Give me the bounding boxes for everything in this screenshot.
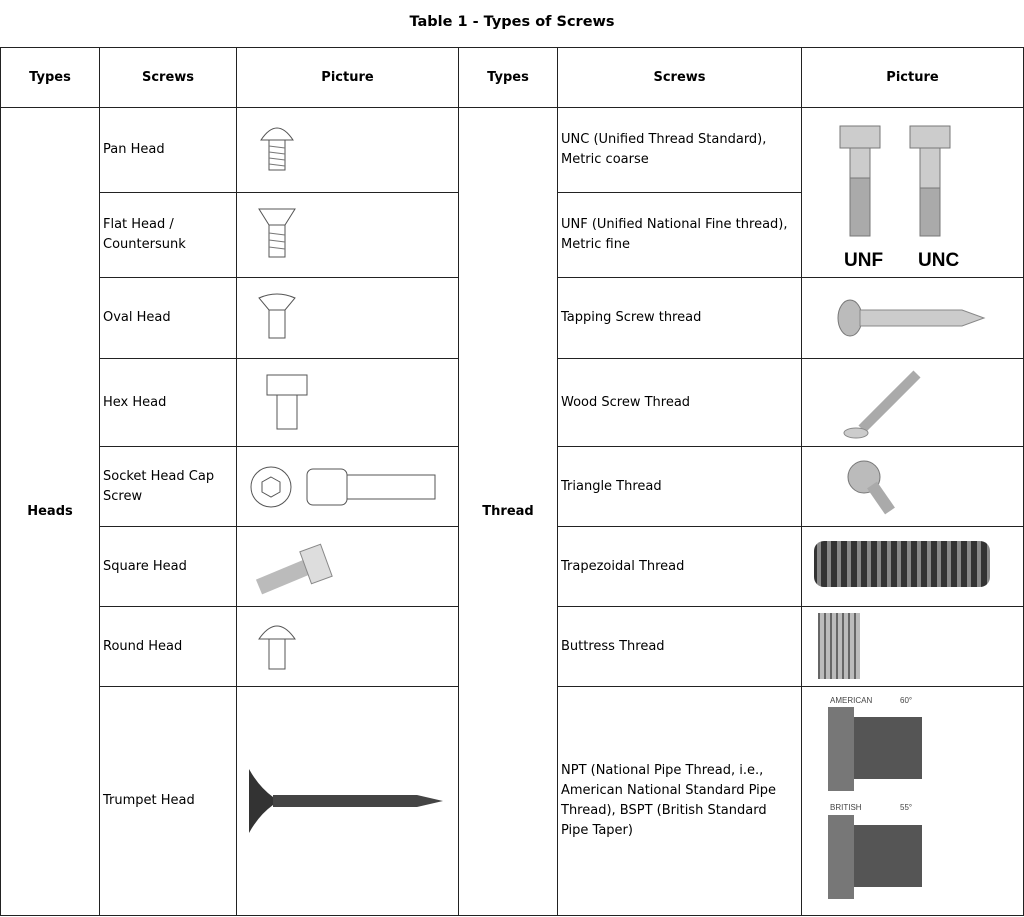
header-types-2: Types — [458, 47, 558, 108]
buttress-thread-picture — [801, 606, 1024, 687]
type-heads: Heads — [0, 107, 100, 916]
screw-name: Round Head — [99, 606, 237, 687]
wood-screw-picture — [801, 358, 1024, 447]
hex-head-picture — [236, 358, 459, 447]
screw-name: Tapping Screw thread — [557, 277, 802, 359]
table-row: Round Head Buttress Thread — [1, 606, 1024, 687]
screw-name: Hex Head — [99, 358, 237, 447]
american-label: AMERICAN — [830, 696, 872, 705]
british-label: BRITISH — [830, 803, 862, 812]
header-screws-2: Screws — [557, 47, 802, 108]
header-row: Types Screws Picture Types Screws Pictur… — [0, 47, 1024, 108]
table-row: Square Head Trapezoidal Thread — [1, 526, 1024, 607]
unf-label: UNF — [844, 250, 883, 271]
screw-name: UNC (Unified Thread Standard), Metric co… — [557, 107, 802, 193]
triangle-thread-picture — [801, 446, 1024, 527]
socket-head-picture — [236, 446, 459, 527]
screw-name: Buttress Thread — [557, 606, 802, 687]
screw-name: Triangle Thread — [557, 446, 802, 527]
pan-head-picture — [236, 107, 459, 193]
screw-name: Socket Head Cap Screw — [99, 446, 237, 527]
trapezoidal-thread-picture — [801, 526, 1024, 607]
screw-name: Trumpet Head — [99, 686, 237, 916]
table-row: Trumpet Head NPT (National Pipe Thread, … — [1, 686, 1024, 916]
npt-bspt-picture: AMERICAN 60° BRITISH 55° — [801, 686, 1024, 916]
header-screws: Screws — [99, 47, 237, 108]
screw-name: Flat Head / Countersunk — [99, 192, 237, 278]
screw-name: Oval Head — [99, 277, 237, 359]
header-types: Types — [0, 47, 100, 108]
header-picture-2: Picture — [801, 47, 1024, 108]
screw-types-table: Types Screws Picture Types Screws Pictur… — [0, 47, 1024, 916]
trumpet-head-picture — [236, 686, 459, 916]
flat-head-picture — [236, 192, 459, 278]
header-picture: Picture — [236, 47, 459, 108]
british-angle-label: 55° — [900, 803, 912, 812]
oval-head-picture — [236, 277, 459, 359]
table-row: Socket Head Cap Screw Triangle Thread — [1, 446, 1024, 527]
table-title: Table 1 - Types of Screws — [409, 14, 615, 30]
unc-unf-picture: UNF UNC — [801, 107, 1024, 278]
table-row: Oval Head Tapping Screw thread — [1, 277, 1024, 359]
table-row: Flat Head / Countersunk UNF (Unified Nat… — [1, 192, 1024, 278]
type-thread: Thread — [458, 107, 558, 916]
square-head-picture — [236, 526, 459, 607]
table-row: Hex Head Wood Screw Thread — [1, 358, 1024, 447]
tapping-screw-picture — [801, 277, 1024, 359]
screw-name: Wood Screw Thread — [557, 358, 802, 447]
screw-name: Square Head — [99, 526, 237, 607]
screw-name: NPT (National Pipe Thread, i.e., America… — [557, 686, 802, 916]
screw-name: Trapezoidal Thread — [557, 526, 802, 607]
unc-label: UNC — [918, 250, 959, 271]
american-angle-label: 60° — [900, 696, 912, 705]
screw-name: Pan Head — [99, 107, 237, 193]
round-head-picture — [236, 606, 459, 687]
screw-name: UNF (Unified National Fine thread), Metr… — [557, 192, 802, 278]
